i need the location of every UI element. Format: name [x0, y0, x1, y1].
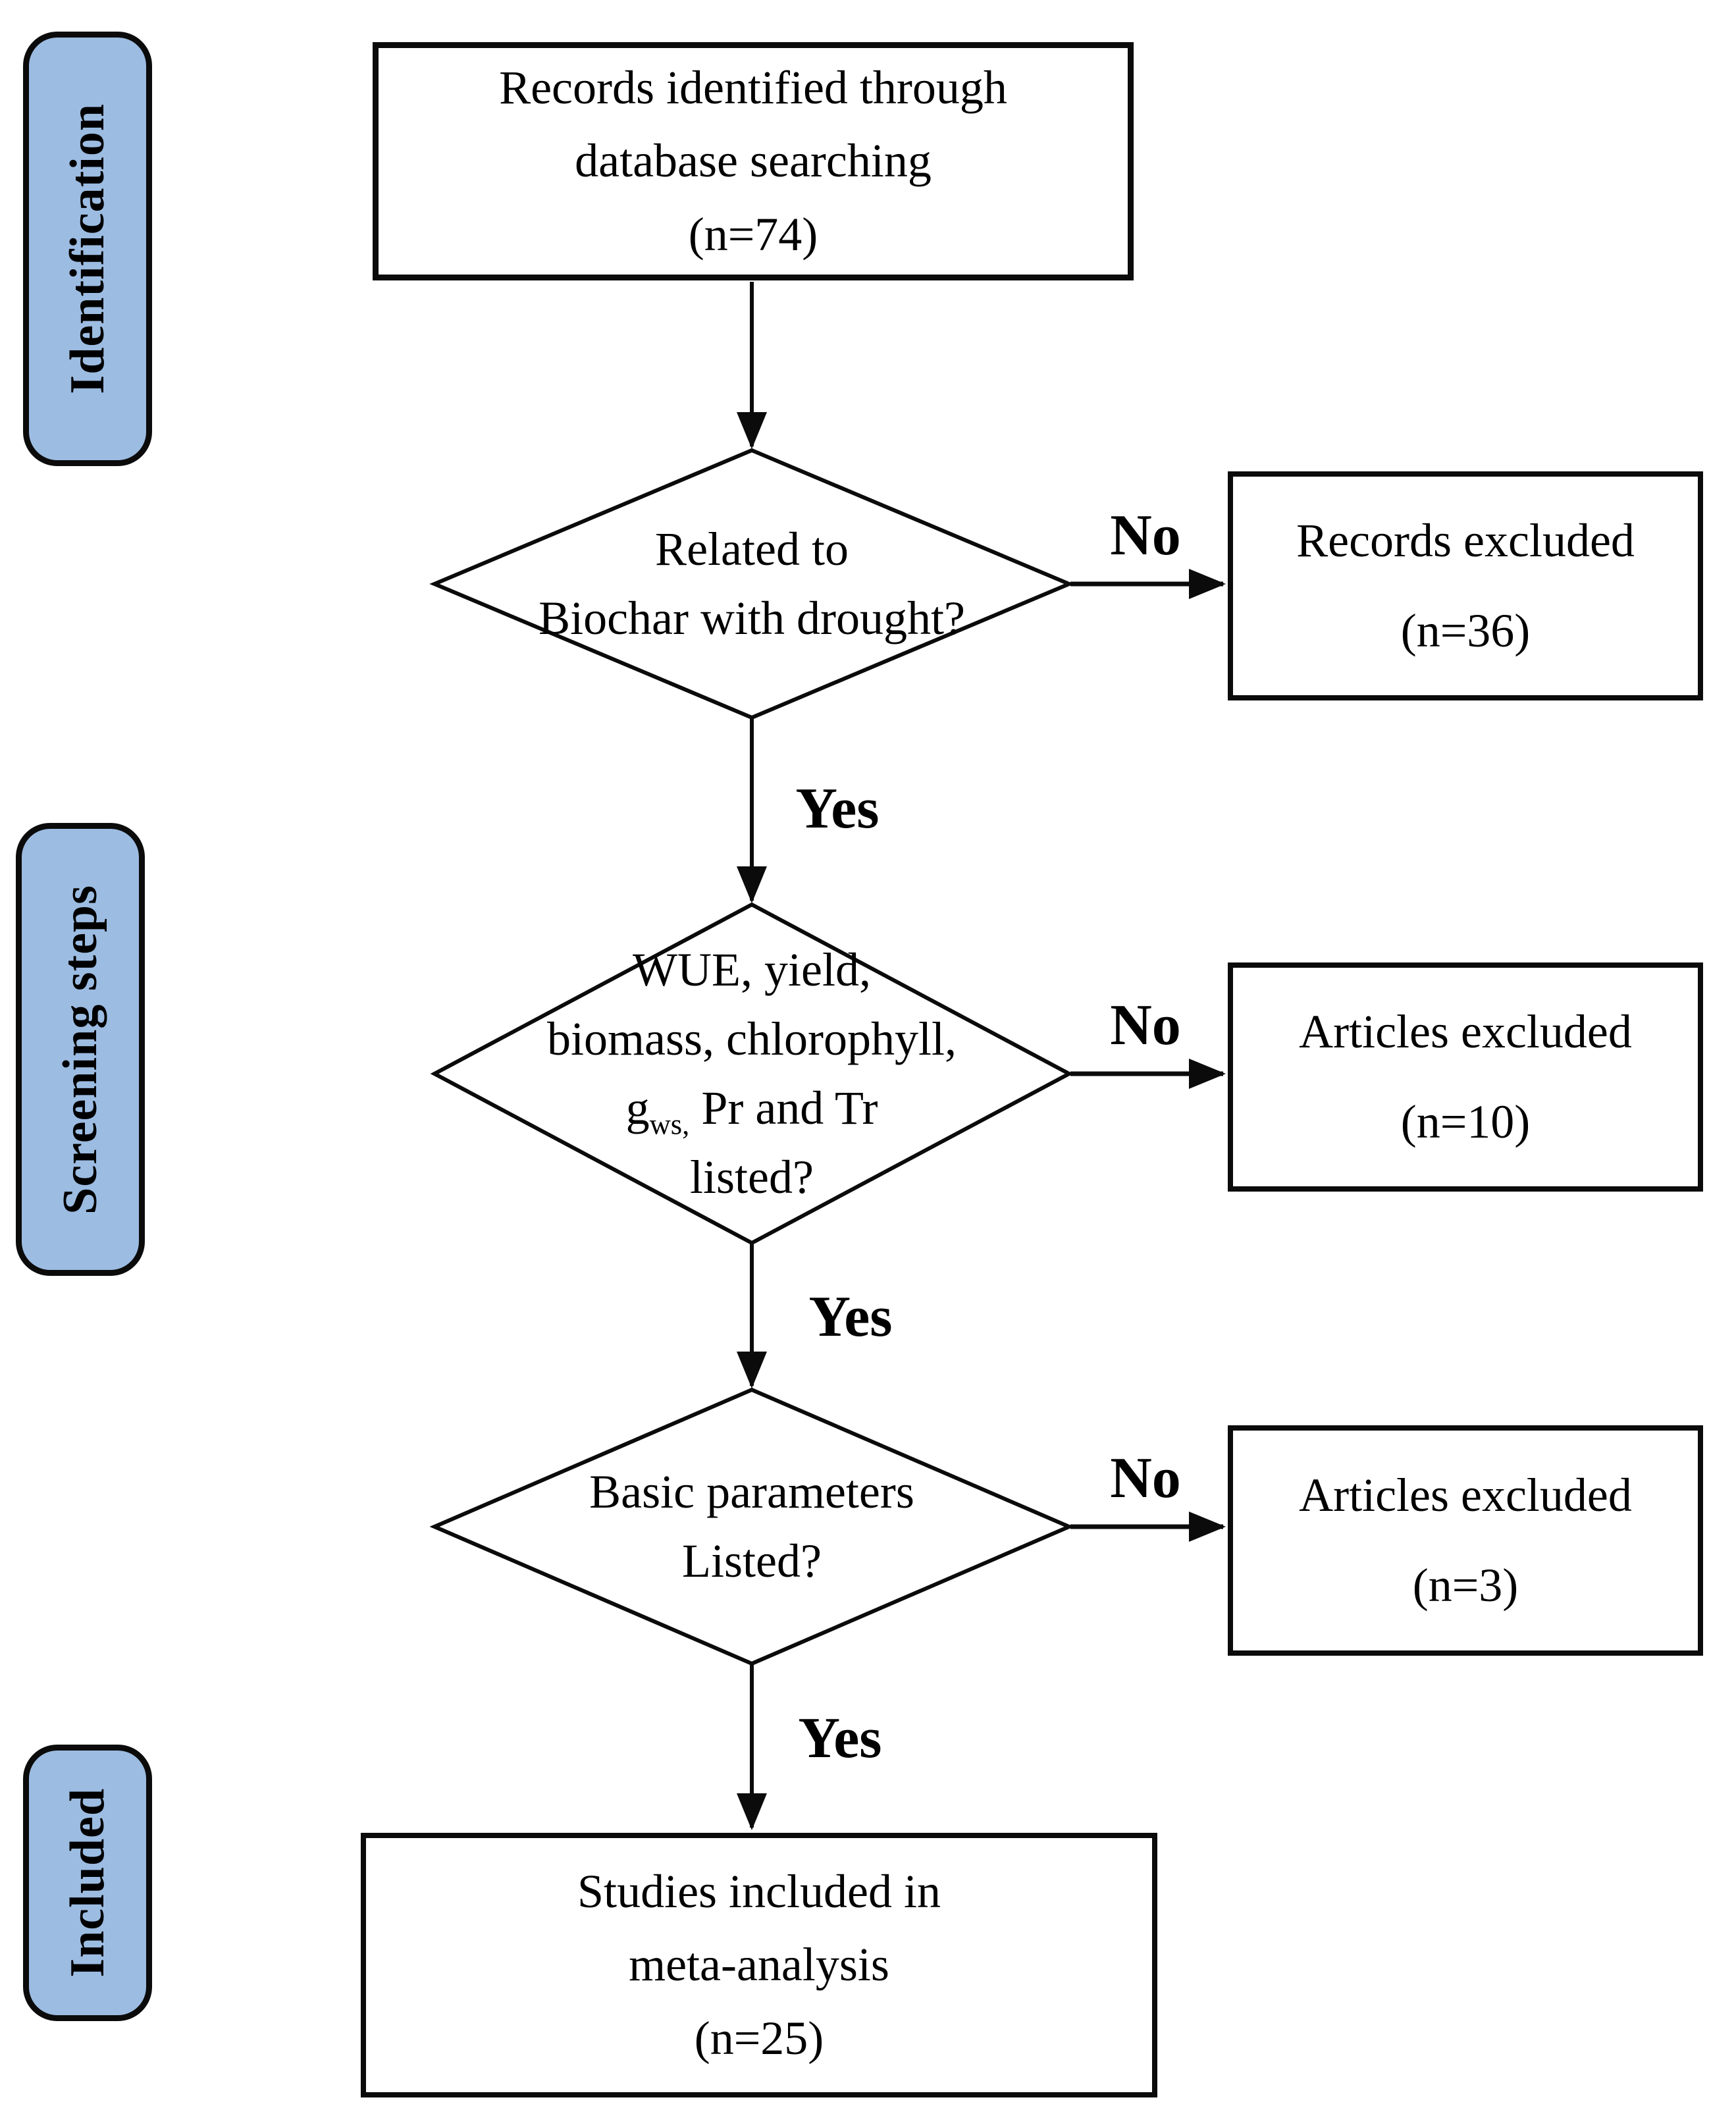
box-articles-excluded-2-count: (n=3): [1412, 1559, 1519, 1612]
decision-related-to-biochar-text: Related to Biochar with drought?: [488, 505, 1015, 663]
box-articles-excluded-2-line1: Articles excluded: [1299, 1469, 1632, 1522]
decision-basic-parameters-text: Basic parameters Listed?: [488, 1448, 1015, 1606]
box-studies-included-line2: meta-analysis: [629, 1938, 889, 1991]
box-articles-excluded-1-count: (n=10): [1400, 1095, 1531, 1148]
box-records-identified: Records identified through database sear…: [373, 42, 1134, 280]
box-records-excluded-count: (n=36): [1400, 604, 1531, 657]
stage-label-included-text: Included: [60, 1788, 115, 1978]
decision1-line2: Biochar with drought?: [539, 592, 965, 645]
box-records-excluded-line1: Records excluded: [1296, 514, 1635, 567]
edge-label-no-3: No: [1110, 1446, 1181, 1510]
stage-label-identification: Identification: [23, 32, 152, 466]
edge-label-no-1: No: [1110, 503, 1181, 567]
box-articles-excluded-1: Articles excluded (n=10): [1228, 962, 1703, 1192]
decision-diamond-parameters-listed: [430, 902, 1074, 1246]
box-studies-included-count: (n=25): [694, 2011, 824, 2065]
edge-label-yes-3: Yes: [798, 1706, 882, 1770]
decision1-line1: Related to: [655, 522, 849, 575]
decision2-line2: biomass, chlorophyll,: [547, 1012, 957, 1065]
box-studies-included-line1: Studies included in: [577, 1864, 941, 1918]
decision-parameters-listed-text: WUE, yield, biomass, chlorophyll, gws, P…: [488, 928, 1015, 1219]
box-records-identified-line2: database searching: [575, 134, 932, 188]
decision2-line3: gws, Pr and Tr: [625, 1082, 878, 1141]
decision2-line1: WUE, yield,: [633, 943, 871, 996]
box-records-identified-line1: Records identified through: [499, 61, 1007, 114]
decision3-line2: Listed?: [682, 1535, 822, 1587]
box-articles-excluded-1-line1: Articles excluded: [1299, 1005, 1632, 1059]
stage-label-screening-steps-text: Screening steps: [53, 884, 107, 1215]
stage-label-included: Included: [23, 1745, 152, 2021]
box-records-excluded: Records excluded (n=36): [1228, 471, 1703, 700]
decision-diamond-basic-parameters: [429, 1387, 1074, 1666]
edge-label-no-2: No: [1110, 993, 1181, 1057]
decision2-line4: listed?: [690, 1151, 814, 1204]
box-studies-included: Studies included in meta-analysis (n=25): [361, 1833, 1157, 2097]
decision3-line1: Basic parameters: [589, 1465, 914, 1518]
edge-label-yes-2: Yes: [808, 1284, 893, 1349]
stage-label-identification-text: Identification: [60, 103, 115, 394]
box-articles-excluded-2: Articles excluded (n=3): [1228, 1425, 1703, 1656]
box-records-identified-count: (n=74): [688, 207, 818, 261]
decision2-subscript: ws,: [649, 1107, 690, 1141]
stage-label-screening-steps: Screening steps: [16, 823, 145, 1276]
edge-label-yes-1: Yes: [795, 776, 880, 841]
decision-diamond-related-to-biochar: [429, 448, 1074, 720]
